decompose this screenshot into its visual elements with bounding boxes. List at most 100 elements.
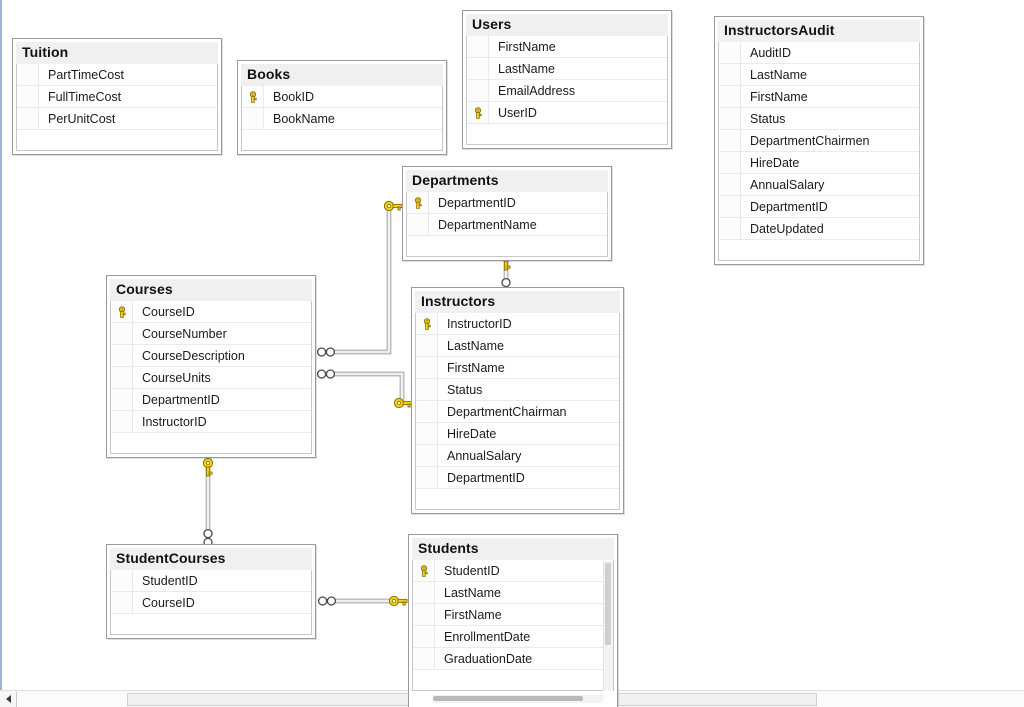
table-row[interactable]: CourseID	[111, 592, 311, 614]
table-row[interactable]: EmailAddress	[467, 80, 667, 102]
table-row-empty[interactable]	[416, 489, 619, 509]
row-gutter	[719, 130, 741, 151]
table-row[interactable]: DepartmentChairman	[416, 401, 619, 423]
table-row[interactable]: PerUnitCost	[17, 108, 217, 130]
table-row[interactable]: HireDate	[416, 423, 619, 445]
table-row[interactable]: CourseUnits	[111, 367, 311, 389]
table-title-courses[interactable]: Courses	[110, 279, 312, 301]
column-name: AnnualSalary	[447, 448, 522, 463]
table-row[interactable]: BookName	[242, 108, 442, 130]
table-row-empty[interactable]	[413, 670, 613, 690]
row-gutter	[719, 218, 741, 239]
table-row[interactable]: LastName	[416, 335, 619, 357]
table-row[interactable]: DepartmentID	[407, 192, 607, 214]
table-horizontal-scrollbar[interactable]	[433, 695, 603, 703]
table-row[interactable]: AuditID	[719, 42, 919, 64]
table-row[interactable]: LastName	[413, 582, 613, 604]
table-row-empty[interactable]	[242, 130, 442, 150]
column-name: LastName	[498, 61, 555, 76]
table-row-empty[interactable]	[17, 130, 217, 150]
table-title-departments[interactable]: Departments	[406, 170, 608, 192]
table-title-books[interactable]: Books	[241, 64, 443, 86]
table-row[interactable]: FirstName	[413, 604, 613, 626]
table-row[interactable]: DepartmentName	[407, 214, 607, 236]
table-row[interactable]: StudentID	[111, 570, 311, 592]
table-row[interactable]: StudentID	[413, 560, 613, 582]
table-row[interactable]: DepartmentID	[719, 196, 919, 218]
table-row[interactable]: CourseNumber	[111, 323, 311, 345]
table-row-empty[interactable]	[467, 124, 667, 144]
table-row[interactable]: FirstName	[467, 36, 667, 58]
table-row[interactable]: FullTimeCost	[17, 86, 217, 108]
column-name: UserID	[498, 105, 537, 120]
table-row[interactable]: DateUpdated	[719, 218, 919, 240]
table-row[interactable]: FirstName	[416, 357, 619, 379]
table-title-students[interactable]: Students	[412, 538, 614, 560]
row-gutter	[111, 592, 133, 613]
table-row[interactable]: InstructorID	[416, 313, 619, 335]
primary-key-gutter	[416, 313, 438, 334]
primary-key-gutter	[242, 86, 264, 107]
row-gutter	[719, 64, 741, 85]
table-row[interactable]: DepartmentChairmen	[719, 130, 919, 152]
row-gutter	[407, 214, 429, 235]
table-row[interactable]: Status	[719, 108, 919, 130]
row-gutter	[467, 80, 489, 101]
table-title-users[interactable]: Users	[466, 14, 668, 36]
table-row[interactable]: LastName	[719, 64, 919, 86]
column-name: FirstName	[750, 89, 808, 104]
table-title-instructors[interactable]: Instructors	[415, 291, 620, 313]
vertical-scrollbar[interactable]	[603, 561, 613, 691]
table-row-empty[interactable]	[111, 433, 311, 453]
table-row[interactable]: EnrollmentDate	[413, 626, 613, 648]
table-row[interactable]: LastName	[467, 58, 667, 80]
row-gutter	[111, 389, 133, 410]
table-row[interactable]: FirstName	[719, 86, 919, 108]
table-row[interactable]: CourseDescription	[111, 345, 311, 367]
column-name: FirstName	[498, 39, 556, 54]
table-row[interactable]: PartTimeCost	[17, 64, 217, 86]
row-gutter	[416, 423, 438, 444]
table-row[interactable]: UserID	[467, 102, 667, 124]
table-row[interactable]: DepartmentID	[111, 389, 311, 411]
table-horizontal-scrollbar-thumb[interactable]	[433, 696, 583, 701]
scroll-left-arrow-icon[interactable]	[0, 691, 16, 707]
table-title-instructors-audit[interactable]: InstructorsAudit	[718, 20, 920, 42]
table-row[interactable]: InstructorID	[111, 411, 311, 433]
table-row-empty[interactable]	[719, 240, 919, 260]
column-name: FirstName	[444, 607, 502, 622]
table-row-empty[interactable]	[407, 236, 607, 256]
surface-left-edge	[0, 0, 2, 693]
table-row[interactable]: AnnualSalary	[719, 174, 919, 196]
table-title-tuition[interactable]: Tuition	[16, 42, 218, 64]
row-gutter	[17, 108, 39, 129]
table-row[interactable]: DepartmentID	[416, 467, 619, 489]
table-row[interactable]: CourseID	[111, 301, 311, 323]
row-gutter	[719, 240, 741, 260]
table-row[interactable]: BookID	[242, 86, 442, 108]
column-name: AuditID	[750, 45, 791, 60]
vertical-scrollbar-thumb[interactable]	[605, 563, 611, 645]
primary-key-gutter	[413, 560, 435, 581]
table-row[interactable]: AnnualSalary	[416, 445, 619, 467]
table-row[interactable]: Status	[416, 379, 619, 401]
table-title-student-courses[interactable]: StudentCourses	[110, 548, 312, 570]
column-name: Status	[750, 111, 786, 126]
table-row[interactable]: HireDate	[719, 152, 919, 174]
table-row[interactable]: GraduationDate	[413, 648, 613, 670]
table-row-empty[interactable]	[111, 614, 311, 634]
